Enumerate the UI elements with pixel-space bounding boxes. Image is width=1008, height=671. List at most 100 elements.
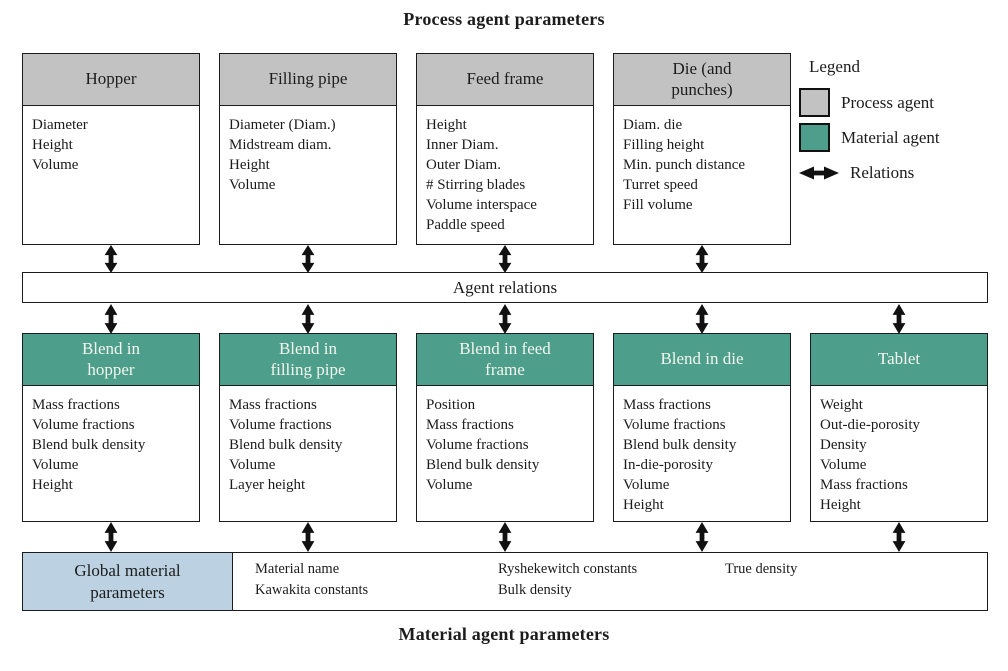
- parameter-item: Blend bulk density: [32, 437, 146, 453]
- process-agent-parameters-title: Process agent parameters: [403, 9, 605, 29]
- material-agent-box-blend-in-feed-frame-header: Blend in feed frame: [417, 334, 593, 386]
- parameter-item: Volume: [820, 457, 867, 473]
- parameter-item: Kawakita constants: [255, 582, 369, 598]
- process-agent-box-die-header: Die (and punches): [614, 54, 790, 106]
- parameter-item: Bulk density: [498, 582, 572, 598]
- double-arrow-vertical-icon: [695, 244, 709, 273]
- agent-relations-bar: Agent relations: [22, 272, 988, 303]
- parameter-item: Diameter: [32, 117, 88, 133]
- double-arrow-vertical-icon: [104, 522, 118, 552]
- parameter-item: Blend bulk density: [426, 457, 540, 473]
- parameter-item: Outer Diam.: [426, 157, 501, 173]
- double-arrow-vertical-icon: [498, 244, 512, 273]
- double-arrow-vertical-icon: [301, 522, 315, 552]
- legend-label-process-agent: Process agent: [841, 92, 935, 112]
- double-arrow-vertical-icon: [695, 303, 709, 334]
- parameter-item: Turret speed: [623, 177, 698, 193]
- parameter-item: Inner Diam.: [426, 137, 499, 153]
- parameter-item: True density: [725, 561, 798, 577]
- parameter-item: Diameter (Diam.): [229, 117, 336, 133]
- double-arrow-vertical-icon: [695, 522, 709, 552]
- parameter-item: Volume: [623, 477, 670, 493]
- parameter-item: Volume: [32, 157, 79, 173]
- legend-row-process-agent: Process agent: [799, 87, 999, 118]
- parameter-item: Height: [426, 117, 467, 133]
- parameter-item: Midstream diam.: [229, 137, 332, 153]
- material-parameters-column-3: True density: [725, 559, 797, 580]
- parameter-item: Mass fractions: [229, 397, 317, 413]
- parameter-item: In-die-porosity: [623, 457, 713, 473]
- material-agent-box-tablet-header: Tablet: [811, 334, 987, 386]
- parameter-item: Diam. die: [623, 117, 683, 133]
- parameter-item: Paddle speed: [426, 217, 505, 233]
- parameter-item: Weight: [820, 397, 863, 413]
- process-agent-box-filling-pipe: Filling pipe Diameter (Diam.) Midstream d…: [219, 53, 397, 245]
- parameter-item: Position: [426, 397, 476, 413]
- material-parameters-bar: Global material parameters Material name…: [22, 552, 988, 611]
- legend-row-material-agent: Material agent: [799, 122, 999, 153]
- parameter-item: Min. punch distance: [623, 157, 746, 173]
- material-agent-swatch-icon: [799, 123, 830, 152]
- process-agent-box-feed-frame-header: Feed frame: [417, 54, 593, 106]
- parameter-item: Volume fractions: [32, 417, 135, 433]
- material-agent-box-blend-in-filling-pipe-header: Blend in filling pipe: [220, 334, 396, 386]
- material-agent-parameters-title: Material agent parameters: [398, 624, 610, 644]
- process-agent-box-filling-pipe-header: Filling pipe: [220, 54, 396, 106]
- parameter-item: Volume interspace: [426, 197, 537, 213]
- parameter-item: Height: [229, 157, 270, 173]
- double-arrow-vertical-icon: [104, 244, 118, 273]
- legend-title: Legend: [809, 57, 860, 76]
- parameter-item: Blend bulk density: [623, 437, 737, 453]
- parameter-item: Ryshekewitch constants: [498, 561, 638, 577]
- legend-row-relations: Relations: [799, 157, 999, 188]
- parameter-item: Material name: [255, 561, 340, 577]
- legend-label-material-agent: Material agent: [841, 127, 940, 147]
- parameter-item: Density: [820, 437, 867, 453]
- parameter-item: Volume: [229, 177, 276, 193]
- agent-relations-label: Agent relations: [452, 277, 558, 297]
- parameter-item: Mass fractions: [426, 417, 514, 433]
- parameter-item: Filling height: [623, 137, 705, 153]
- double-arrow-vertical-icon: [892, 303, 906, 334]
- parameter-item: Volume fractions: [426, 437, 529, 453]
- double-arrow-vertical-icon: [301, 303, 315, 334]
- parameter-item: Height: [32, 137, 73, 153]
- parameter-item: Mass fractions: [623, 397, 711, 413]
- parameter-item: Mass fractions: [820, 477, 908, 493]
- parameter-item: Height: [820, 497, 861, 513]
- double-arrow-vertical-icon: [301, 244, 315, 273]
- double-arrow-vertical-icon: [498, 522, 512, 552]
- parameter-item: Height: [623, 497, 664, 513]
- material-agent-box-blend-in-hopper-header: Blend in hopper: [23, 334, 199, 386]
- global-material-parameters-header: Global material parameters: [23, 553, 233, 610]
- material-agent-box-blend-in-die-header: Blend in die: [614, 334, 790, 386]
- parameter-item: Fill volume: [623, 197, 693, 213]
- double-arrow-vertical-icon: [498, 303, 512, 334]
- parameter-item: Height: [32, 477, 73, 493]
- parameter-item: Volume: [229, 457, 276, 473]
- parameter-item: Volume: [32, 457, 79, 473]
- legend: Legend Process agent Material agent Rela…: [799, 57, 999, 192]
- parameter-item: Out-die-porosity: [820, 417, 920, 433]
- double-arrow-vertical-icon: [104, 303, 118, 334]
- parameter-item: Blend bulk density: [229, 437, 343, 453]
- parameter-item: Volume fractions: [623, 417, 726, 433]
